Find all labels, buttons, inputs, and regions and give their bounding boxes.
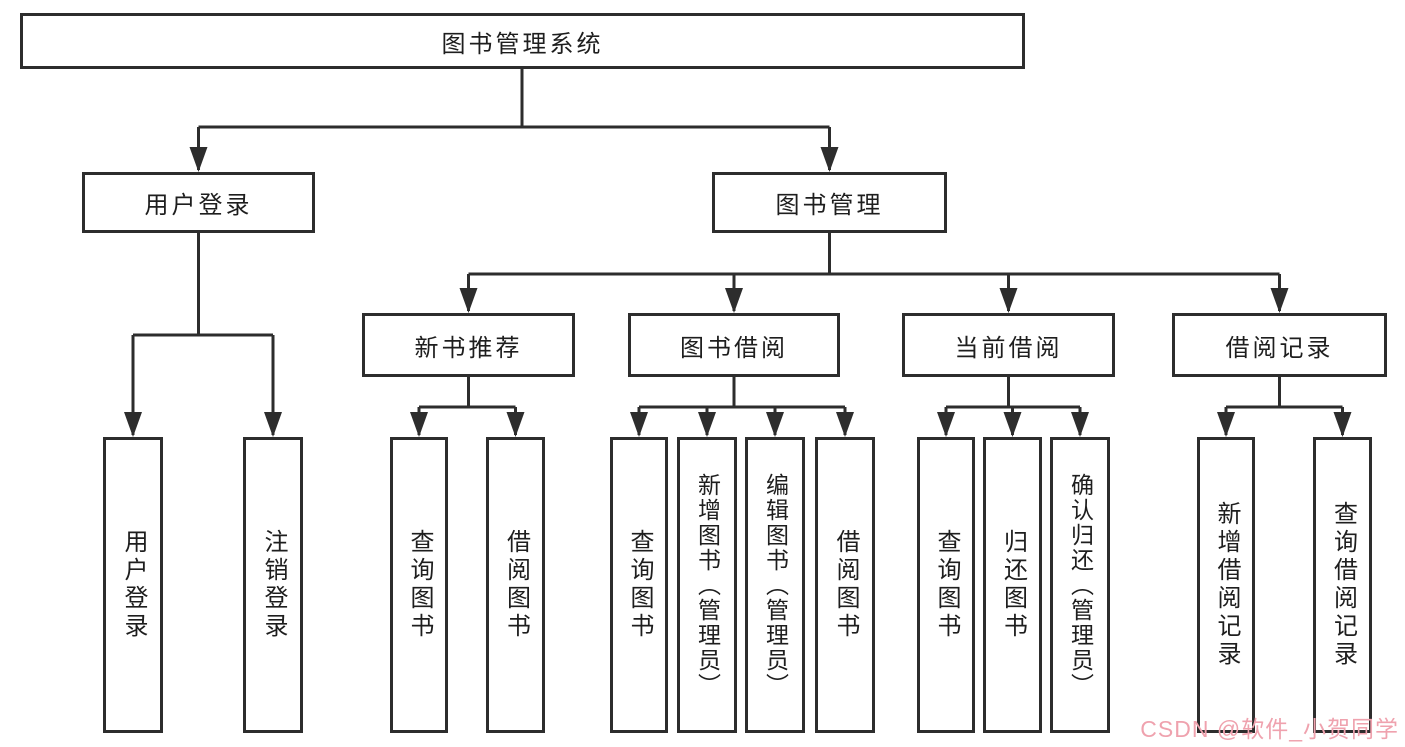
leaf-edit-book-admin: 编辑图书（管理员） (745, 437, 805, 733)
leaf-add-book-admin: 新增图书（管理员） (677, 437, 737, 733)
arrowhead-icons (124, 147, 1352, 437)
leaf-query-borrow-record: 查询借阅记录 (1313, 437, 1372, 733)
leaf-return-book: 归还图书 (983, 437, 1042, 733)
tree-edges (131, 69, 1344, 435)
node-book-borrow: 图书借阅 (628, 313, 840, 377)
node-user-login: 用户登录 (82, 172, 315, 233)
leaf-borrow-book-newbook: 借阅图书 (486, 437, 545, 733)
node-new-book-recommend: 新书推荐 (362, 313, 575, 377)
node-borrow-records: 借阅记录 (1172, 313, 1387, 377)
leaf-add-borrow-record: 新增借阅记录 (1197, 437, 1255, 733)
node-current-borrow: 当前借阅 (902, 313, 1115, 377)
leaf-query-book-newbook: 查询图书 (390, 437, 448, 733)
node-book-management: 图书管理 (712, 172, 947, 233)
leaf-user-login: 用户登录 (103, 437, 163, 733)
leaf-query-book-current: 查询图书 (917, 437, 975, 733)
leaf-logout: 注销登录 (243, 437, 303, 733)
leaf-query-book-borrow: 查询图书 (610, 437, 668, 733)
node-library-system: 图书管理系统 (20, 13, 1025, 69)
leaf-confirm-return-admin: 确认归还（管理员） (1050, 437, 1110, 733)
csdn-watermark: CSDN @软件_小贺同学 (1140, 716, 1399, 742)
leaf-borrow-book: 借阅图书 (815, 437, 875, 733)
